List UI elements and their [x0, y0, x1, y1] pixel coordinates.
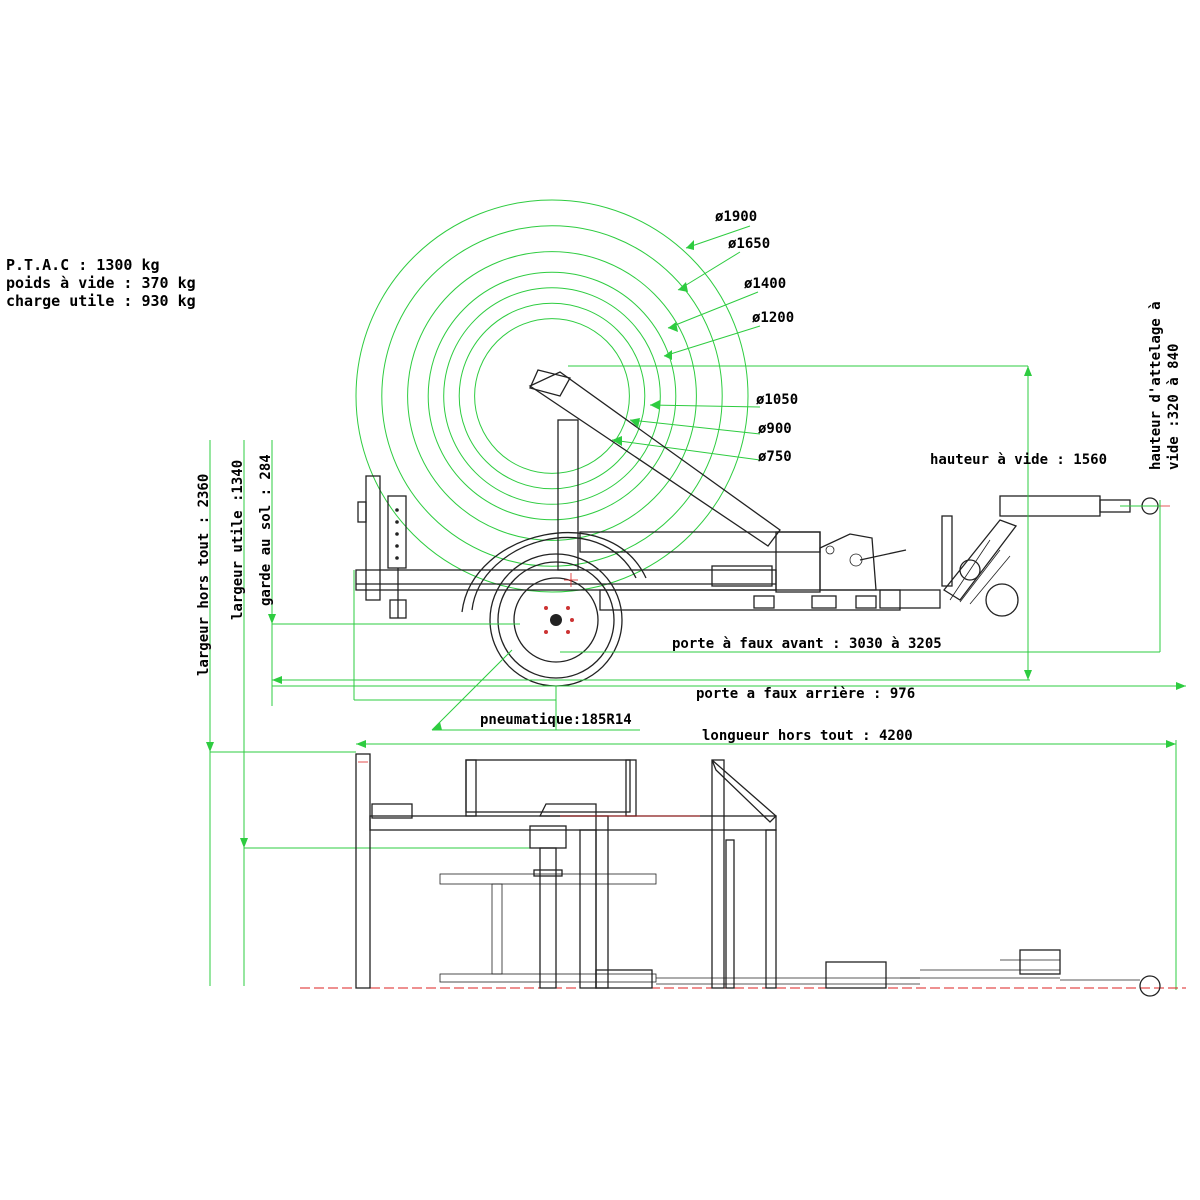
- label-largeur-hors-tout: largeur hors tout : 2360: [196, 474, 212, 676]
- reel-circle-1050: [443, 287, 661, 505]
- spec-poids-vide: poids à vide : 370 kg: [6, 274, 196, 292]
- label-largeur-utile: largeur utile :1340: [230, 460, 246, 620]
- dimension-arrows: [206, 240, 1186, 848]
- diameter-label-1650: ø1650: [728, 236, 770, 252]
- diameter-label-1400: ø1400: [744, 276, 786, 292]
- dimension-labels: hauteur à vide : 1560 porte à faux avant…: [196, 301, 1182, 744]
- diameter-label-750: ø750: [758, 449, 792, 465]
- label-longueur-hors-tout: longueur hors tout : 4200: [702, 728, 913, 744]
- reel-circle-1900: [355, 199, 749, 593]
- diameter-leaders: [611, 225, 761, 461]
- reel-circle-1400: [407, 251, 697, 541]
- label-pneumatique: pneumatique:185R14: [480, 712, 632, 728]
- label-hauteur-attelage-2: vide :320 à 840: [1166, 344, 1182, 470]
- label-garde-sol: garde au sol : 284: [258, 454, 274, 606]
- spec-block: P.T.A.C : 1300 kg poids à vide : 370 kg …: [6, 256, 196, 310]
- spec-charge-utile: charge utile : 930 kg: [6, 292, 196, 310]
- reel-circle-1650: [381, 225, 723, 567]
- label-hauteur-vide: hauteur à vide : 1560: [930, 452, 1107, 468]
- plan-view-trailer: [355, 753, 1161, 997]
- label-hauteur-attelage-1: hauteur d'attelage à: [1148, 301, 1164, 470]
- reel-circle-900: [458, 302, 646, 490]
- side-view-trailer: [355, 369, 1170, 687]
- label-porte-faux-arriere: porte a faux arrière : 976: [696, 686, 915, 702]
- diameter-label-1900: ø1900: [715, 209, 757, 225]
- diameter-label-1050: ø1050: [756, 392, 798, 408]
- diameter-labels: ø1900 ø1650 ø1400 ø1200 ø1050 ø900 ø750: [715, 209, 798, 465]
- reel-circle-1200: [427, 271, 677, 521]
- label-porte-faux-avant: porte à faux avant : 3030 à 3205: [672, 636, 942, 652]
- reel-circles: [355, 199, 749, 593]
- diameter-label-900: ø900: [758, 421, 792, 437]
- diameter-label-1200: ø1200: [752, 310, 794, 326]
- reel-circle-750: [474, 318, 630, 474]
- dimension-lines: [209, 365, 1186, 990]
- spec-ptac: P.T.A.C : 1300 kg: [6, 256, 160, 274]
